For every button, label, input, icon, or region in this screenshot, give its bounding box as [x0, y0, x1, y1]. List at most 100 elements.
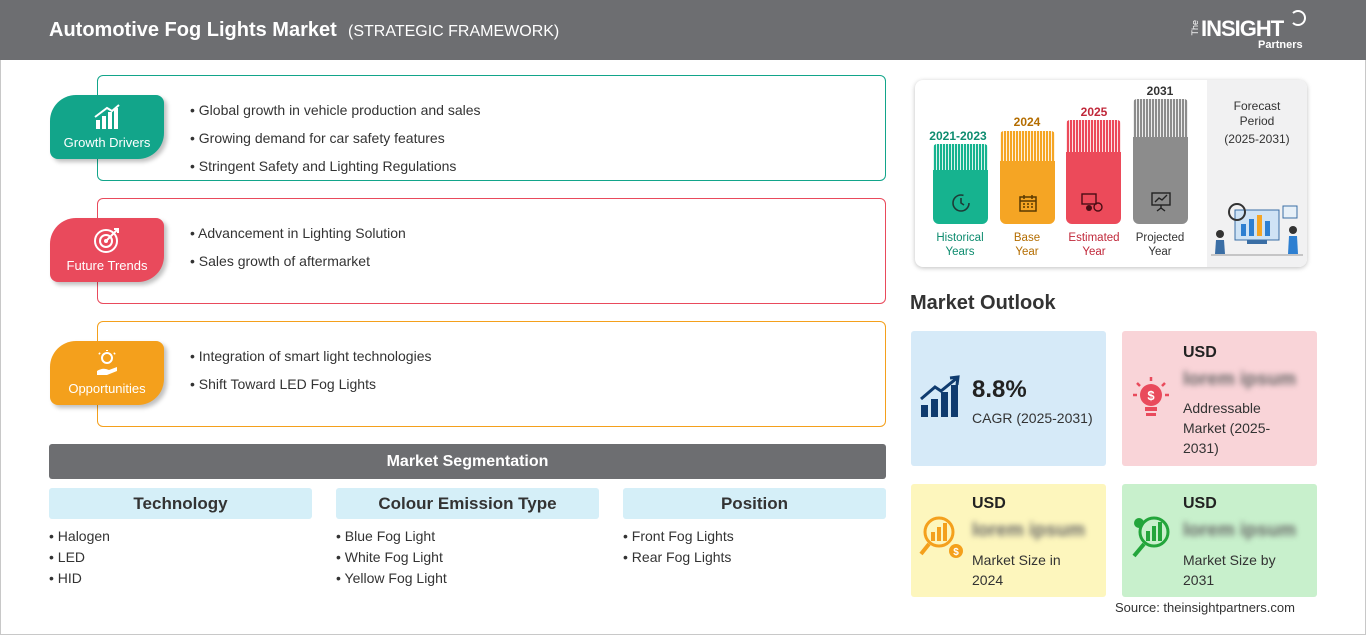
future-trends-card: Advancement in Lighting Solution Sales g… [97, 198, 886, 304]
list-item: Blue Fog Light [336, 526, 599, 547]
addressable-currency: USD [1183, 344, 1217, 361]
forecast-line: Period [1239, 114, 1275, 128]
bar-caption-projected: Projected Year [1125, 231, 1195, 259]
forecast-period-title: Forecast Period [1215, 99, 1299, 129]
caption-line: Year [1082, 246, 1106, 258]
calendar-icon [1019, 195, 1037, 212]
growth-drivers-label: Growth Drivers [63, 135, 151, 150]
list-item: HID [49, 568, 312, 589]
growth-chart-icon [920, 375, 960, 417]
year-label-base: 2024 [1013, 115, 1041, 129]
opportunities-list: Integration of smart light technologies … [190, 342, 432, 398]
timeline-panel: 2021-2023 Historical Years 2024 Base Yea… [915, 80, 1307, 267]
cagr-card: 8.8% CAGR (2025-2031) [911, 331, 1106, 466]
market-outlook-title: Market Outlook [910, 292, 1056, 314]
forecast-period-range: (2025-2031) [1224, 132, 1290, 146]
opportunities-card: Integration of smart light technologies … [97, 321, 886, 427]
desc-line: Market Size in [972, 552, 1061, 568]
size-2024-currency: USD [972, 495, 1006, 512]
year-label-estimated: 2025 [1080, 105, 1108, 119]
opportunities-badge: Opportunities [50, 341, 164, 405]
future-trends-list: Advancement in Lighting Solution Sales g… [190, 219, 406, 275]
logo-partners: Partners [1258, 39, 1303, 51]
growth-drivers-list: Global growth in vehicle production and … [190, 96, 481, 180]
segment-position: Position Front Fog Lights Rear Fog Light… [623, 488, 886, 568]
segment-heading: Position [623, 488, 886, 519]
desc-line: 2031 [1183, 572, 1215, 588]
caption-line: Projected [1135, 232, 1185, 244]
caption-line: Historical [936, 232, 984, 244]
bar-caption-base: Base Year [992, 231, 1062, 259]
year-label-historical: 2021-2023 [929, 129, 987, 143]
list-item: Growing demand for car safety features [190, 124, 481, 152]
growth-drivers-card: Global growth in vehicle production and … [97, 75, 886, 181]
desc-line: 2031) [1183, 440, 1219, 456]
page-subtitle: (STRATEGIC FRAMEWORK) [348, 23, 560, 40]
segment-heading: Technology [49, 488, 312, 519]
size-2031-currency: USD [1183, 495, 1217, 512]
header-bar: Automotive Fog Lights Market (STRATEGIC … [0, 0, 1366, 60]
magnifier-chart-icon [1132, 516, 1170, 558]
caption-line: Base [1013, 232, 1041, 244]
forecast-line: Forecast [1233, 99, 1281, 113]
list-item: White Fog Light [336, 547, 599, 568]
bar-base [1000, 131, 1055, 224]
logo-insight: INSIGHT [1201, 16, 1284, 41]
source-credit: Source: theinsightpartners.com [1115, 600, 1295, 615]
size-2024-value-blurred: lorem ipsum [972, 520, 1085, 541]
segment-technology: Technology Halogen LED HID [49, 488, 312, 589]
bar-caption-historical: Historical Years [925, 231, 995, 259]
list-item: Stringent Safety and Lighting Regulation… [190, 152, 481, 180]
logo-arc-icon [1290, 10, 1306, 26]
addressable-market-card: $ USD lorem ipsum Addressable Market (20… [1122, 331, 1317, 466]
target-icon [94, 228, 119, 253]
bar-estimated [1066, 120, 1121, 224]
caption-line: Year [1015, 246, 1039, 258]
size-2031-description: Market Size by 2031 [1183, 550, 1276, 590]
segment-colour-emission: Colour Emission Type Blue Fog Light Whit… [336, 488, 599, 589]
desc-line: Market (2025- [1183, 420, 1271, 436]
cagr-value: 8.8% [972, 376, 1027, 403]
size-2031-value-blurred: lorem ipsum [1183, 520, 1296, 541]
svg-text:$: $ [953, 547, 959, 558]
market-size-2031-card: USD lorem ipsum Market Size by 2031 [1122, 484, 1317, 597]
size-2024-description: Market Size in 2024 [972, 550, 1061, 590]
market-segmentation-header: Market Segmentation [49, 444, 886, 479]
caption-line: Years [945, 246, 975, 258]
lightbulb-hand-icon [97, 350, 117, 375]
growth-drivers-badge: Growth Drivers [50, 95, 164, 159]
market-size-2024-card: $ USD lorem ipsum Market Size in 2024 [911, 484, 1106, 597]
list-item: Front Fog Lights [623, 526, 886, 547]
list-item: LED [49, 547, 312, 568]
magnifier-chart-icon: $ [919, 516, 963, 558]
opportunities-label: Opportunities [68, 381, 146, 396]
cagr-label: CAGR (2025-2031) [972, 410, 1093, 426]
future-trends-label: Future Trends [66, 258, 148, 273]
dollar-bulb-icon: $ [1133, 377, 1169, 416]
segment-heading: Colour Emission Type [336, 488, 599, 519]
bar-historical [933, 144, 988, 224]
list-item: Halogen [49, 526, 312, 547]
list-item: Advancement in Lighting Solution [190, 219, 406, 247]
list-item: Global growth in vehicle production and … [190, 96, 481, 124]
growth-chart-icon [94, 104, 120, 129]
year-label-projected: 2031 [1146, 84, 1174, 98]
list-item: Yellow Fog Light [336, 568, 599, 589]
logo-the: The [1190, 20, 1200, 36]
desc-line: Addressable [1183, 400, 1261, 416]
list-item: Shift Toward LED Fog Lights [190, 370, 432, 398]
caption-line: Year [1148, 246, 1172, 258]
bar-caption-estimated: Estimated Year [1059, 231, 1129, 259]
future-trends-badge: Future Trends [50, 218, 164, 282]
page-title: Automotive Fog Lights Market [49, 19, 337, 41]
estimate-gears-icon [1081, 193, 1103, 212]
presentation-board-icon [1151, 192, 1171, 212]
desc-line: Market Size by [1183, 552, 1276, 568]
list-item: Sales growth of aftermarket [190, 247, 406, 275]
list-item: Rear Fog Lights [623, 547, 886, 568]
list-item: Integration of smart light technologies [190, 342, 432, 370]
addressable-value-blurred: lorem ipsum [1183, 369, 1296, 390]
addressable-description: Addressable Market (2025- 2031) [1183, 398, 1270, 458]
desc-line: 2024 [972, 572, 1004, 588]
insight-partners-logo: The INSIGHT Partners [1190, 10, 1310, 54]
